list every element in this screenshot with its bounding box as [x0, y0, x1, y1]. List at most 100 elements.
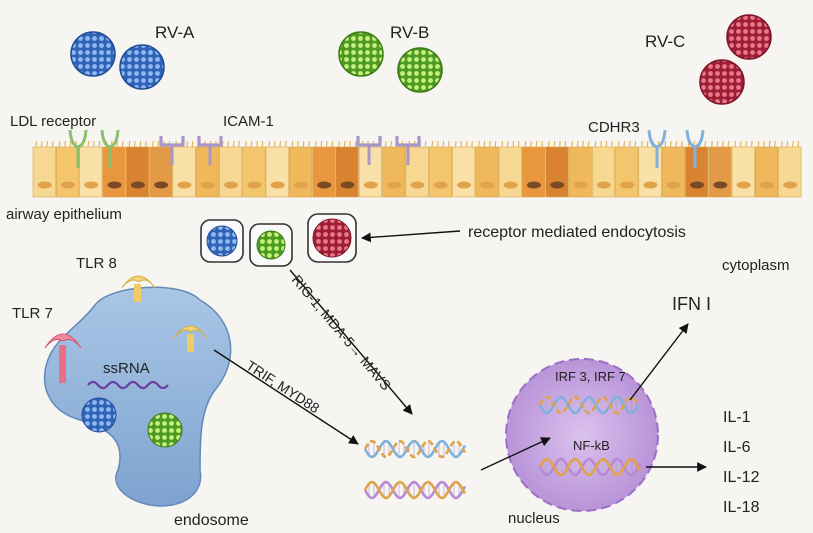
cilium [646, 140, 649, 148]
cilium [46, 140, 49, 148]
cilium [628, 140, 631, 148]
cilium [501, 140, 504, 148]
cytokine-il-12: IL-12 [723, 469, 760, 486]
cilium [670, 140, 672, 148]
dna-strand [538, 395, 640, 415]
cilium [338, 140, 340, 148]
ldl-receptor-arms [68, 129, 88, 149]
cilium [448, 140, 450, 148]
epithelial-cell [591, 146, 616, 198]
epithelial-cell [545, 146, 569, 198]
cilium [256, 140, 258, 148]
cilium [792, 140, 794, 148]
cytokine-il-18: IL-18 [723, 499, 760, 516]
cilium [681, 140, 683, 148]
cell-nucleus [783, 181, 798, 189]
cilium [354, 140, 357, 148]
epithelial-cell [568, 146, 592, 198]
epithelial-cell [475, 146, 499, 198]
cilium [781, 140, 783, 148]
cilium [35, 140, 38, 148]
cilium [594, 140, 597, 148]
cilium [617, 140, 620, 148]
epithelial-cell [731, 146, 755, 198]
rig-mda5-mavs-arrow [289, 269, 413, 415]
cilium [424, 140, 427, 148]
trif-myd88-arrow [213, 349, 359, 445]
cell-nucleus [363, 181, 378, 189]
cilium [139, 140, 142, 148]
cilium [250, 140, 253, 148]
epithelial-cell [661, 146, 685, 198]
cilium [134, 140, 136, 148]
cilium [571, 140, 573, 148]
rv-b-virus-group [338, 31, 443, 93]
cilium [437, 140, 439, 148]
cilium [711, 140, 713, 148]
cilium [739, 140, 742, 148]
cilium [548, 140, 550, 148]
cilium [553, 140, 556, 148]
icam-1-label: ICAM-1 [223, 113, 274, 130]
epithelial-cell [685, 146, 709, 198]
rv-a-virus-particle [70, 31, 116, 77]
cilium [390, 140, 393, 148]
tlr8-stem-2 [187, 334, 194, 352]
cdhr3-receptor-arms [685, 129, 705, 149]
dna-strand [538, 457, 642, 477]
cilium [87, 140, 90, 148]
dna-strand [538, 395, 640, 415]
cilium [291, 140, 294, 148]
endosome-body [43, 286, 232, 507]
tlr8-label: TLR 8 [76, 255, 117, 272]
nuclear-dna-nfkb [538, 457, 642, 477]
cilium [517, 140, 520, 148]
epithelial-cell [312, 146, 336, 198]
cell-nucleus [200, 181, 215, 189]
cell-nucleus [107, 181, 122, 189]
icam-1-receptor-head [356, 136, 382, 147]
nfkb-label: NF-kB [573, 438, 610, 453]
cilium [227, 140, 229, 148]
rv-c-virus-group [699, 14, 772, 105]
endocytosis-label: receptor mediated endocytosis [468, 224, 686, 241]
cilium [69, 140, 72, 148]
dna-strand [363, 480, 467, 500]
cell-nucleus [154, 181, 169, 189]
cilium [238, 140, 240, 148]
icam-1-receptor-head [197, 136, 223, 147]
cilium [151, 140, 154, 148]
cell-nucleus [247, 181, 262, 189]
epithelial-cell [382, 146, 406, 198]
cell-nucleus [666, 181, 681, 189]
cilium [232, 140, 235, 148]
cell-nucleus [177, 181, 192, 189]
cilium [145, 140, 147, 148]
cilium [245, 140, 247, 148]
cilium [320, 140, 323, 148]
epithelial-cell [708, 146, 732, 198]
cilium [489, 140, 491, 148]
rv-c-virus-particle [726, 14, 772, 60]
vesicle-rv-c-particle [312, 218, 352, 258]
cilium [297, 140, 299, 148]
tlr7-label: TLR 7 [12, 305, 53, 322]
endocytic-vesicles [200, 213, 357, 267]
cdhr3-receptor-arms [647, 129, 667, 149]
cilium [587, 140, 590, 148]
cell-nucleus [37, 181, 52, 189]
cell-nucleus [387, 181, 402, 189]
cilium [431, 140, 434, 148]
cilium [93, 140, 95, 148]
cilium [734, 140, 737, 148]
epithelial-cell [452, 146, 476, 198]
airway-epithelium-layer [32, 140, 802, 198]
cell-nucleus [690, 181, 705, 189]
tlr7-stem [59, 345, 66, 383]
cell-nucleus [84, 181, 99, 189]
ifn-output-arrow [629, 323, 689, 401]
ifn-label: IFN I [672, 294, 711, 314]
epithelial-cell [172, 146, 196, 198]
cilium [349, 140, 351, 148]
cilium [774, 140, 776, 148]
